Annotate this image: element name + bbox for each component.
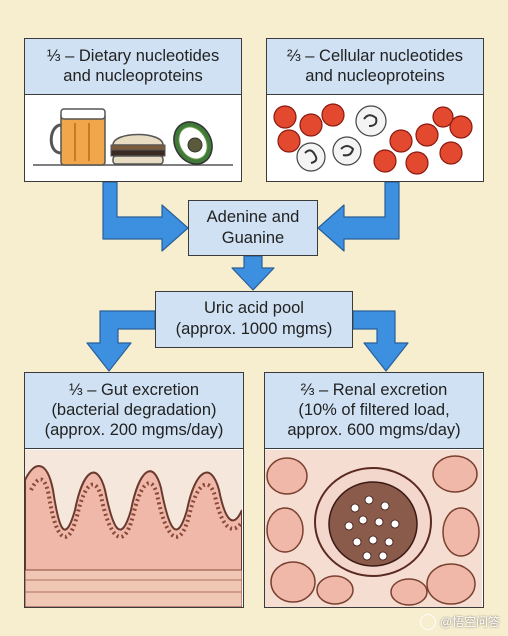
cellular-illustration (273, 103, 473, 175)
renal-line-3: approx. 600 mgms/day) (287, 421, 461, 439)
arrow-cellular-to-adenine (317, 181, 400, 252)
watermark-text: @悟空问答 (439, 615, 500, 629)
renal-illustration (265, 450, 482, 607)
dietary-panel: ⅓ – Dietary nucleotides and nucleoprotei… (24, 38, 242, 182)
arrow-adenine-to-pool (231, 255, 275, 291)
intestinal-villi-icon (25, 450, 242, 607)
kidney-glomerulus-icon (265, 450, 482, 607)
gut-label: ⅓ – Gut excretion (bacterial degradation… (25, 373, 243, 449)
uric-acid-pool-box: Uric acid pool (approx. 1000 mgms) (155, 291, 353, 348)
adenine-line-1: Adenine and (206, 208, 300, 226)
renal-line-2: (10% of filtered load, (298, 401, 450, 419)
watermark-logo-icon (419, 613, 436, 630)
gut-line-1: ⅓ – Gut excretion (68, 381, 200, 399)
pool-line-2: (approx. 1000 mgms) (175, 320, 333, 338)
cellular-line-1: ⅔ – Cellular nucleotides (286, 47, 464, 65)
white-blood-cell-icon (296, 105, 387, 172)
avocado-icon (173, 121, 213, 165)
gut-illustration (25, 450, 242, 607)
gut-excretion-panel: ⅓ – Gut excretion (bacterial degradation… (24, 372, 244, 608)
watermark: @悟空问答 (419, 613, 500, 630)
pool-line-1: Uric acid pool (204, 299, 304, 317)
dietary-illustration (33, 108, 233, 166)
beer-mug-icon (49, 108, 106, 166)
renal-excretion-panel: ⅔ – Renal excretion (10% of filtered loa… (264, 372, 484, 608)
red-blood-cell-icon (273, 103, 473, 175)
cellular-line-2: and nucleoproteins (305, 67, 445, 85)
renal-label: ⅔ – Renal excretion (10% of filtered loa… (265, 373, 483, 449)
adenine-line-2: Guanine (221, 229, 285, 247)
dietary-line-2: and nucleoproteins (63, 67, 203, 85)
dietary-label: ⅓ – Dietary nucleotides and nucleoprotei… (25, 39, 241, 95)
gut-line-2: (bacterial degradation) (51, 401, 217, 419)
arrow-pool-to-renal (352, 310, 409, 372)
gut-line-3: (approx. 200 mgms/day) (44, 421, 224, 439)
arrow-dietary-to-adenine (102, 181, 189, 252)
dietary-line-1: ⅓ – Dietary nucleotides (46, 47, 220, 65)
adenine-guanine-box: Adenine and Guanine (188, 200, 318, 256)
hamburger-icon (110, 133, 166, 165)
renal-line-1: ⅔ – Renal excretion (300, 381, 448, 399)
arrow-pool-to-gut (86, 310, 156, 372)
cellular-panel: ⅔ – Cellular nucleotides and nucleoprote… (266, 38, 484, 182)
cellular-label: ⅔ – Cellular nucleotides and nucleoprote… (267, 39, 483, 95)
